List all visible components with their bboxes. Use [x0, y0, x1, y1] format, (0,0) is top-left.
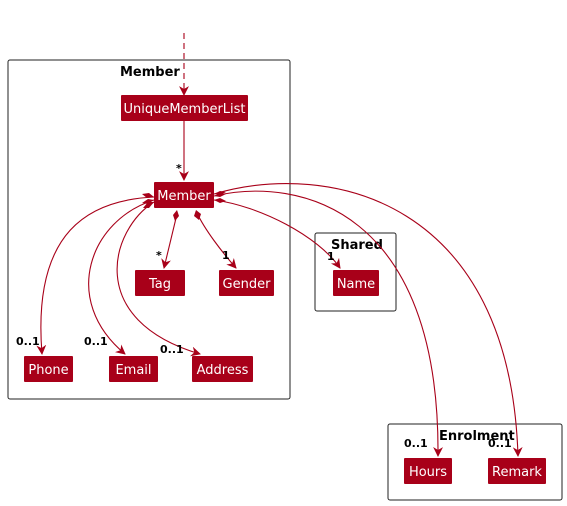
- class-gender[interactable]: Gender: [219, 270, 274, 296]
- class-tag[interactable]: Tag: [135, 270, 185, 296]
- class-remark-label: Remark: [492, 465, 542, 480]
- diamond-name: [214, 198, 226, 203]
- class-phone-label: Phone: [28, 363, 68, 378]
- mult-remark: 0..1: [488, 437, 512, 450]
- class-address[interactable]: Address: [192, 356, 253, 382]
- composition-diamonds: [142, 191, 226, 221]
- diamond-gender: [194, 210, 201, 220]
- mult-phone: 0..1: [16, 335, 40, 348]
- class-member[interactable]: Member: [154, 182, 214, 208]
- class-address-label: Address: [197, 363, 249, 378]
- edge-member-to-hours: [213, 190, 444, 457]
- mult-email: 0..1: [84, 335, 108, 348]
- class-hours-label: Hours: [409, 465, 447, 480]
- package-enrolment-title: Enrolment: [439, 429, 515, 444]
- class-tag-label: Tag: [148, 277, 171, 292]
- class-email[interactable]: Email: [109, 356, 158, 382]
- class-hours[interactable]: Hours: [404, 458, 452, 484]
- edge-member-to-phone: [36, 196, 155, 355]
- mult-tag: *: [156, 249, 162, 262]
- class-unique-member-list[interactable]: UniqueMemberList: [121, 95, 248, 121]
- class-email-label: Email: [115, 363, 151, 378]
- package-shared-title: Shared: [331, 238, 383, 253]
- edge-member-to-remark: [213, 183, 523, 457]
- class-remark[interactable]: Remark: [488, 458, 546, 484]
- mult-hours: 0..1: [404, 437, 428, 450]
- diamond-address: [143, 202, 154, 208]
- package-member-title: Member: [120, 65, 180, 80]
- edge-member-to-email: [88, 199, 155, 355]
- edge-member-to-tag: [161, 213, 178, 269]
- diamond-remark: [214, 191, 226, 195]
- edge-member-to-name: [213, 199, 341, 269]
- mult-list-to-member: *: [176, 162, 182, 175]
- diamond-phone: [142, 193, 154, 198]
- edge-member-to-address: [116, 201, 201, 357]
- class-phone[interactable]: Phone: [24, 356, 73, 382]
- package-member: Member: [7, 59, 291, 400]
- class-gender-label: Gender: [223, 277, 272, 292]
- edges: [36, 33, 523, 457]
- mult-gender: 1: [222, 249, 230, 262]
- class-name[interactable]: Name: [333, 270, 379, 296]
- class-unique-member-list-label: UniqueMemberList: [123, 102, 245, 117]
- diamond-email: [142, 199, 154, 204]
- class-member-label: Member: [157, 189, 211, 204]
- mult-address: 0..1: [160, 343, 184, 356]
- class-name-label: Name: [337, 277, 375, 292]
- diamond-tag: [173, 210, 179, 221]
- mult-name: 1: [327, 250, 335, 263]
